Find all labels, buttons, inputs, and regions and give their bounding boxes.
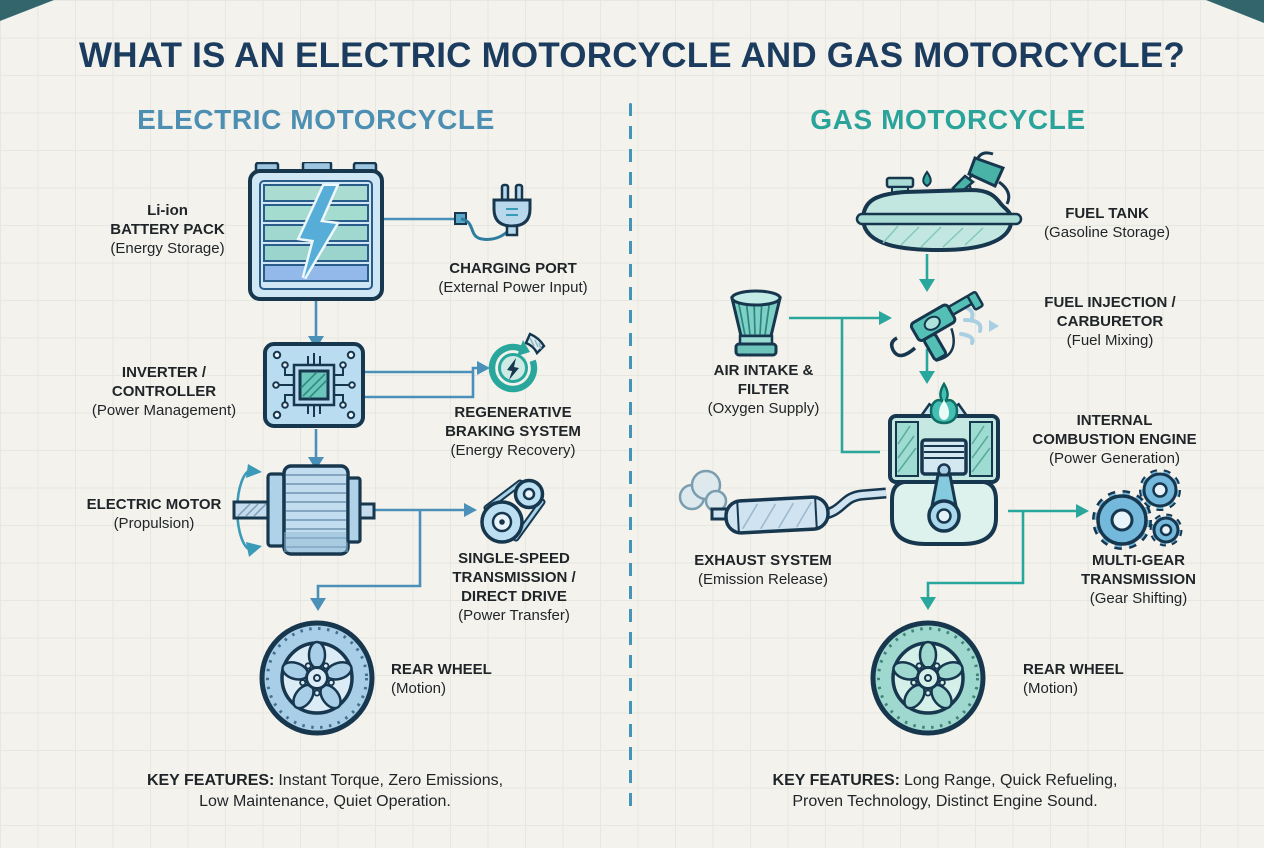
combustion-engine-icon [888,382,1000,546]
rear-wheel-label-electric-sub: (Motion) [391,680,447,697]
charging-port-label: CHARGING PORT (External Power Input) [428,259,598,297]
gas-key-features-line1: Long Range, Quick Refueling, [903,772,1118,789]
multi-gear-label-line1: MULTI-GEAR [1091,552,1186,569]
fuel-tank-label-sub: (Gasoline Storage) [1044,224,1170,241]
air-intake-label-line2: FILTER [737,381,790,398]
gas-key-features-label: KEY FEATURES: [772,772,900,789]
fuel-injection-label-sub: (Fuel Mixing) [1066,332,1154,349]
exhaust-label-sub: (Emission Release) [697,571,829,588]
transmission-label-line1: SINGLE-SPEED [458,550,570,567]
regen-braking-label-line1: REGENERATIVE [454,404,572,421]
exhaust-label: EXHAUST SYSTEM (Emission Release) [678,551,848,589]
electric-column-heading: ELECTRIC MOTORCYCLE [137,104,495,135]
combustion-engine-label: INTERNAL COMBUSTION ENGINE (Power Genera… [1022,411,1207,468]
electric-motor-label-sub: (Propulsion) [113,515,195,532]
fuel-tank-label-line1: FUEL TANK [1065,205,1149,222]
fuel-tank-label: FUEL TANK (Gasoline Storage) [1022,204,1192,242]
battery-label: Li-ion BATTERY PACK (Energy Storage) [85,201,250,258]
inverter-label-line2: CONTROLLER [111,383,217,400]
inverter-label: INVERTER / CONTROLLER (Power Management) [75,363,253,420]
air-intake-label: AIR INTAKE & FILTER (Oxygen Supply) [686,361,841,418]
fuel-injection-label-line2: CARBURETOR [1056,313,1164,330]
charging-port-label-line1: CHARGING PORT [449,260,577,277]
rear-wheel-label-electric-line1: REAR WHEEL [391,661,492,678]
transmission-label: SINGLE-SPEED TRANSMISSION / DIRECT DRIVE… [428,549,600,625]
air-filter-icon [730,289,782,357]
transmission-label-line3: DIRECT DRIVE [461,588,567,605]
battery-label-sub: (Energy Storage) [110,240,225,257]
electric-motor-label-line1: ELECTRIC MOTOR [86,496,222,513]
regenerative-braking-icon [488,332,546,393]
gas-column-heading: GAS MOTORCYCLE [810,104,1086,135]
rear-wheel-label-gas-sub: (Motion) [1023,680,1079,697]
charging-port-label-sub: (External Power Input) [438,279,588,296]
inverter-label-sub: (Power Management) [91,402,237,419]
transmission-label-sub: (Power Transfer) [458,607,570,624]
exhaust-icon [678,469,887,535]
air-intake-label-sub: (Oxygen Supply) [707,400,820,417]
electric-key-features: KEY FEATURES:Instant Torque, Zero Emissi… [115,770,535,812]
page-title: WHAT IS AN ELECTRIC MOTORCYCLE AND GAS M… [78,36,1185,75]
gas-key-features: KEY FEATURES:Long Range, Quick Refueling… [712,770,1178,812]
fuel-injection-label-line1: FUEL INJECTION / [1044,294,1176,311]
battery-label-line1: Li-ion [147,202,188,219]
corner-accent-top-right [1206,0,1264,23]
transmission-label-line2: TRANSMISSION / [452,569,576,586]
electric-motor-icon [232,464,376,557]
fuel-nozzle-icon [889,291,999,362]
inverter-label-line1: INVERTER / [121,364,207,381]
column-divider [629,103,632,812]
gas-key-features-line2: Proven Technology, Distinct Engine Sound… [792,793,1098,810]
corner-accent-top-left [0,0,54,21]
exhaust-label-line1: EXHAUST SYSTEM [694,552,832,569]
electric-key-features-line1: Instant Torque, Zero Emissions, [278,772,504,789]
battery-icon [248,162,384,301]
belt-drive-icon [480,478,546,544]
rear-wheel-label-electric: REAR WHEEL (Motion) [391,660,531,698]
gears-icon [1092,469,1183,550]
rear-wheel-label-gas: REAR WHEEL (Motion) [1023,660,1163,698]
rear-wheel-label-gas-line1: REAR WHEEL [1023,661,1124,678]
regen-braking-label-sub: (Energy Recovery) [450,442,576,459]
rear-wheel-icon [259,620,375,736]
combustion-engine-label-line2: COMBUSTION ENGINE [1032,431,1197,448]
battery-label-line2: BATTERY PACK [110,221,225,238]
combustion-engine-label-sub: (Power Generation) [1049,450,1180,467]
regen-braking-label-line2: BRAKING SYSTEM [445,423,581,440]
multi-gear-label-sub: (Gear Shifting) [1089,590,1188,607]
multi-gear-label-line2: TRANSMISSION [1080,571,1196,588]
charging-plug-icon [460,183,532,241]
fuel-tank-icon [855,151,1023,253]
air-intake-label-line1: AIR INTAKE & [713,362,814,379]
regen-braking-label: REGENERATIVE BRAKING SYSTEM (Energy Reco… [427,403,599,460]
fuel-injection-label: FUEL INJECTION / CARBURETOR (Fuel Mixing… [1024,293,1196,350]
rear-wheel-icon [870,620,986,736]
combustion-engine-label-line1: INTERNAL [1076,412,1153,429]
electric-motor-label: ELECTRIC MOTOR (Propulsion) [60,495,248,533]
electric-key-features-label: KEY FEATURES: [146,772,275,789]
inverter-chip-icon [263,342,365,428]
multi-gear-label: MULTI-GEAR TRANSMISSION (Gear Shifting) [1056,551,1221,608]
electric-key-features-line2: Low Maintenance, Quiet Operation. [199,793,451,810]
